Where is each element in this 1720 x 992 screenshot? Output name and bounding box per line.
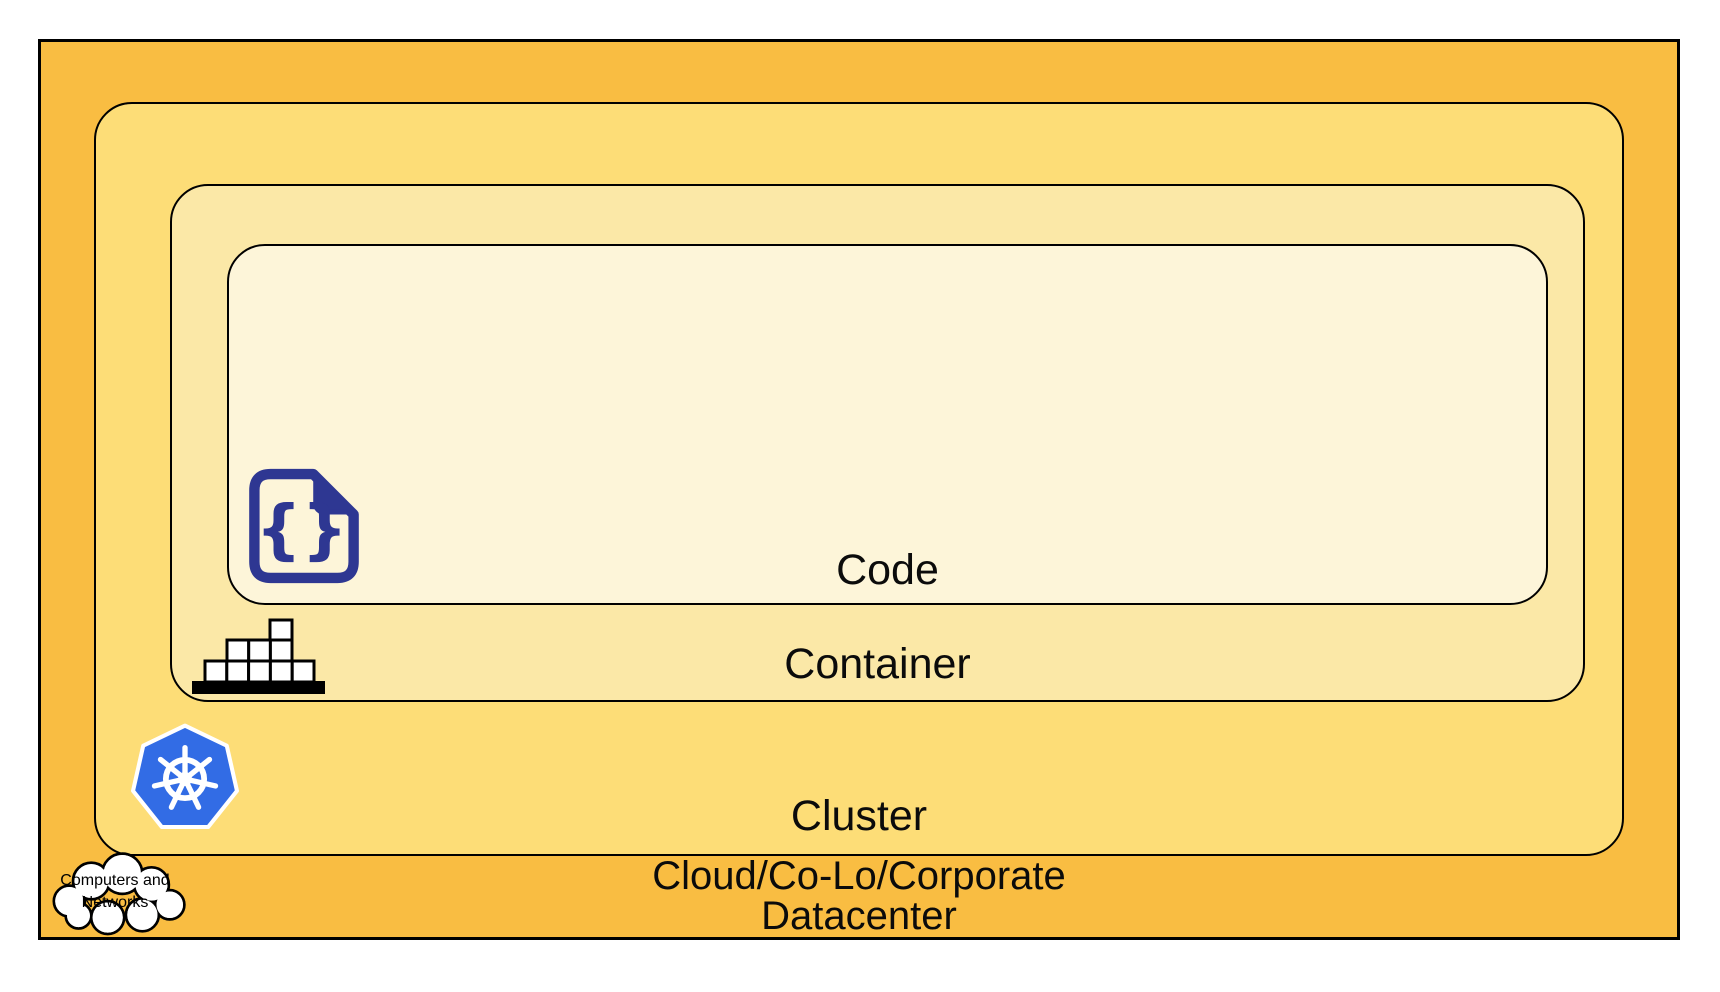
code-braces-glyph: {} [256,492,348,567]
code-layer-box: {} Code [227,244,1548,605]
cloud-icon [52,852,186,936]
cloud-text-line1: Computers and [60,872,170,889]
cloud-text-line2: Networks [81,893,149,911]
cloud-callout: Computers and Networks [42,846,188,938]
container-stack-icon [192,618,325,694]
cloud-callout-text: Computers and Networks [50,870,180,913]
datacenter-label-line1: Cloud/Co-Lo/Corporate [652,854,1066,898]
cluster-label: Cluster [790,791,928,840]
kubernetes-helm-icon [131,723,239,830]
container-layer-box: {} Code Container [170,184,1585,702]
container-label: Container [784,639,971,688]
datacenter-label: Cloud/Co-Lo/Corporate Datacenter [41,856,1677,936]
datacenter-label-line2: Datacenter [761,894,957,938]
code-label: Code [836,545,939,594]
code-file-icon: {} [249,468,359,584]
datacenter-layer-box: {} Code Container [38,39,1680,940]
cluster-layer-box: {} Code Container [94,102,1624,856]
